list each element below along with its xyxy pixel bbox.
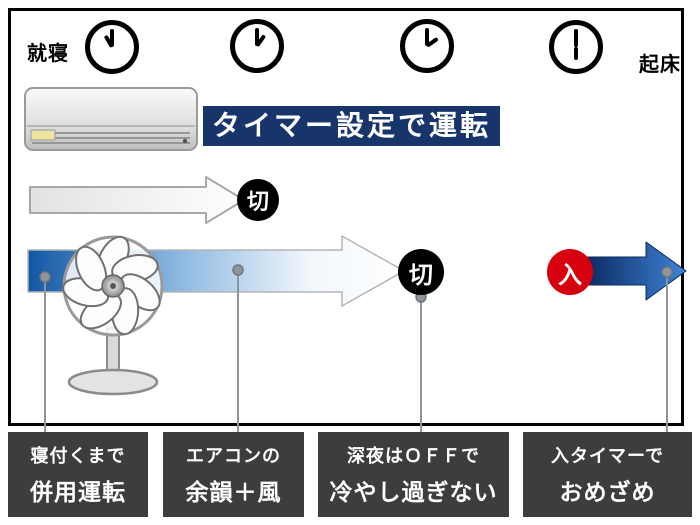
clock-hour-hand: [574, 47, 578, 60]
air-conditioner-icon: [24, 87, 198, 151]
leader-dot: [661, 266, 673, 278]
clock-minute-hand: [574, 29, 578, 47]
fan-off-badge: 切: [398, 249, 444, 295]
callout-line1: エアコンの: [186, 446, 281, 466]
callout-line2: 冷やし過ぎない: [329, 479, 498, 505]
callout-line1: 寝付くまで: [30, 446, 126, 466]
clock-minute-hand: [110, 29, 114, 47]
clock-icon-midnight: [400, 19, 454, 73]
diagram-frame: [8, 8, 684, 426]
electric-fan-icon: [62, 235, 164, 396]
callout-midnight-off: 深夜はＯＦＦで 冷やし過ぎない: [318, 432, 509, 517]
diagram-title: タイマー設定で運転: [203, 106, 501, 146]
callout-aircon-afterglow: エアコンの 余韻＋風: [163, 432, 304, 517]
callout-line2: 併用運転: [30, 479, 126, 505]
leader-dot: [39, 271, 51, 283]
callout-line2: おめざめ: [559, 479, 656, 505]
aircon-runtime-arrow: [29, 176, 245, 224]
clock-icon-early-night: [230, 19, 284, 73]
callout-line2: 余韻＋風: [185, 479, 282, 505]
clock-minute-hand: [425, 28, 429, 46]
bedtime-label: 就寝: [27, 43, 69, 65]
callout-combined-operation: 寝付くまで 併用運転: [8, 432, 148, 517]
callout-on-timer-wakeup: 入タイマーで おめざめ: [523, 432, 692, 517]
on-timer-badge: 入: [547, 249, 593, 295]
leader-dots: [39, 264, 673, 303]
clock-minute-hand: [255, 28, 259, 46]
callout-line1: 深夜はＯＦＦで: [347, 446, 480, 466]
clock-icon-wakeup: [549, 20, 603, 74]
callout-line1: 入タイマーで: [551, 446, 664, 466]
leader-lines: [44, 270, 668, 434]
clock-icon-bedtime: [85, 20, 139, 74]
wakeup-label: 起床: [639, 54, 681, 76]
leader-dot: [232, 264, 244, 276]
aircon-off-badge: 切: [237, 179, 279, 221]
